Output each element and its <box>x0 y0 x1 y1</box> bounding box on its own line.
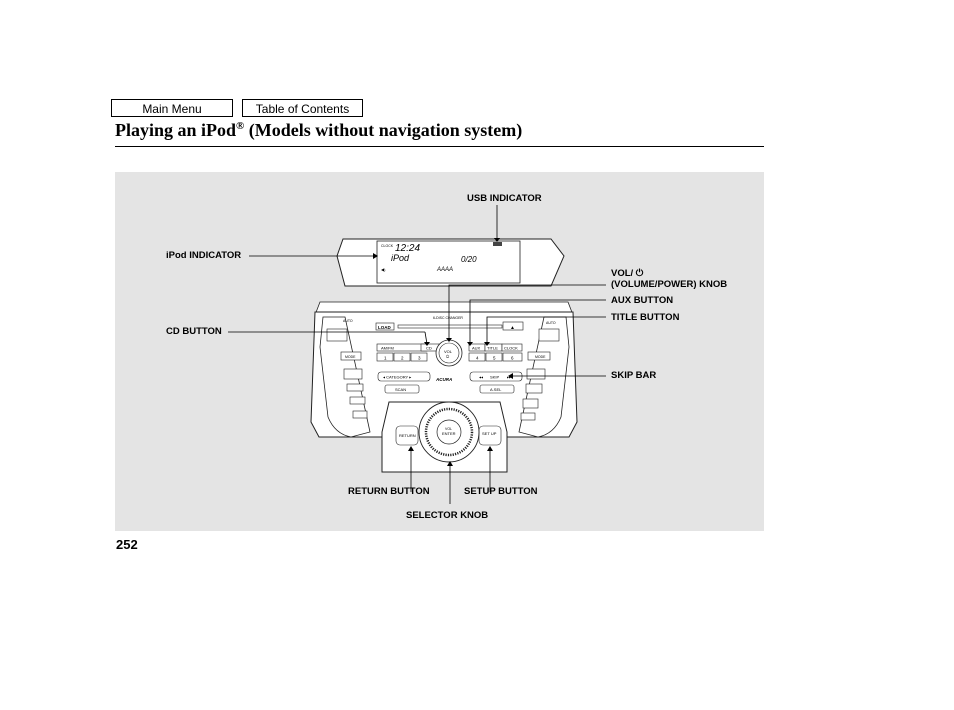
callout-lines <box>228 205 606 504</box>
load-button[interactable] <box>375 322 395 331</box>
preset-1-button[interactable] <box>376 352 394 362</box>
preset-2-button[interactable] <box>393 352 411 362</box>
scan-label: SCAN <box>395 387 406 392</box>
selector-knob-label: SELECTOR KNOB <box>406 510 489 521</box>
enter-top-label: VOL <box>445 427 452 431</box>
left-fan-button[interactable] <box>343 368 363 380</box>
disc-slot-row: LOAD 6-DISC CHANGER ▲ <box>375 316 524 331</box>
title-prefix: Playing an iPod <box>115 120 237 140</box>
right-temp-rocker[interactable] <box>538 328 560 342</box>
display-mini-icon: ◀) <box>381 267 386 272</box>
preset-4-label: 4 <box>476 356 479 361</box>
category-bar[interactable] <box>377 371 431 382</box>
left-climate-controls: AUTO MODE <box>326 319 368 419</box>
right-defrost-button[interactable] <box>522 398 539 409</box>
enter-button[interactable] <box>436 419 462 445</box>
skip-bar[interactable] <box>469 371 523 382</box>
right-air-button[interactable] <box>520 412 536 421</box>
clock-label: CLOCK <box>504 346 518 351</box>
usb-indicator-icon <box>493 242 502 246</box>
vol-knob-label-line2: (VOLUME/POWER) KNOB <box>611 279 728 290</box>
power-icon: ⏻ <box>446 354 450 359</box>
rear-mode-label: MODE <box>535 355 546 359</box>
rear-mode-button[interactable] <box>527 351 551 361</box>
enter-label: ENTER <box>442 431 456 436</box>
left-auto-label: AUTO <box>343 319 353 323</box>
display-source: iPod <box>391 253 410 263</box>
title-button-label: TITLE BUTTON <box>611 312 680 323</box>
title-suffix: (Models without navigation system) <box>244 120 523 140</box>
main-menu-button[interactable]: Main Menu <box>111 99 233 117</box>
return-button-label: RETURN BUTTON <box>348 486 430 497</box>
volume-knob[interactable]: VOL ⏻ <box>435 339 463 367</box>
eject-label: ▲ <box>510 325 515 331</box>
preset-2-label: 2 <box>401 356 404 361</box>
clock-button[interactable] <box>501 343 523 352</box>
left-defrost-button[interactable] <box>349 396 366 405</box>
aux-label: AUX <box>472 346 481 351</box>
source-button-row: AM/FM CD AUX TITLE CLOCK 1 2 3 4 5 6 <box>376 343 523 362</box>
table-of-contents-button[interactable]: Table of Contents <box>242 99 363 117</box>
title-label: TITLE <box>487 346 498 351</box>
load-label: LOAD <box>378 325 391 330</box>
callout-arrowheads <box>373 238 513 466</box>
preset-3-button[interactable] <box>410 352 428 362</box>
volume-knob-label: VOL <box>444 349 453 354</box>
page-number: 252 <box>116 537 138 552</box>
eject-button[interactable] <box>502 321 524 331</box>
right-climate-controls: AUTO MODE <box>520 321 560 421</box>
preset-5-label: 5 <box>493 356 496 361</box>
preset-3-label: 3 <box>418 356 421 361</box>
audio-unit-illustration: CLOCK 12:24 iPod 0/20 AAAA ◀) AUTO MODE <box>228 205 606 504</box>
brand-logo: ACURA <box>435 377 452 382</box>
display-text: AAAA <box>436 267 453 273</box>
right-rear-button[interactable] <box>525 383 543 394</box>
front-mode-button[interactable] <box>340 351 362 361</box>
return-button[interactable] <box>395 425 419 446</box>
aux-button-label: AUX BUTTON <box>611 295 674 306</box>
left-recirc-button[interactable] <box>352 410 368 419</box>
preset-6-button[interactable] <box>502 352 523 362</box>
front-mode-label: MODE <box>345 355 356 359</box>
audio-unit-figure: CLOCK 12:24 iPod 0/20 AAAA ◀) AUTO MODE <box>115 172 764 531</box>
am-fm-label: AM/FM <box>381 346 394 351</box>
return-label: RETURN <box>399 433 416 438</box>
category-skip-row: ◂ CATEGORY ▸ ◂◂ SKIP ▸▸ SCAN A.SEL ACURA <box>377 371 523 394</box>
selector-knob-assembly: RETURN SET UP VOL ENTER <box>395 401 502 463</box>
cd-label: CD <box>426 346 432 351</box>
preset-1-label: 1 <box>384 356 387 361</box>
title-divider <box>115 146 764 147</box>
page-title: Playing an iPod® (Models without navigat… <box>115 120 522 141</box>
cd-button-label: CD BUTTON <box>166 326 222 337</box>
registered-mark: ® <box>236 120 245 132</box>
setup-label: SET UP <box>482 431 497 436</box>
category-label: ◂ CATEGORY ▸ <box>383 375 411 380</box>
right-auto-label: AUTO <box>546 321 556 325</box>
usb-indicator-label: USB INDICATOR <box>467 193 542 204</box>
display-clock: 12:24 <box>395 243 420 254</box>
skip-forward-icon: ▸▸ <box>507 375 511 380</box>
scan-button[interactable] <box>384 384 420 394</box>
skip-bar-label: SKIP BAR <box>611 370 657 381</box>
a-sel-button[interactable] <box>479 384 515 394</box>
display-track: 0/20 <box>461 255 477 264</box>
display-clock-tag: CLOCK <box>381 244 394 248</box>
skip-label: SKIP <box>490 375 499 380</box>
display-housing: CLOCK 12:24 iPod 0/20 AAAA ◀) <box>336 238 565 287</box>
right-fan-button[interactable] <box>526 368 546 380</box>
left-sync-button[interactable] <box>346 383 364 392</box>
preset-4-button[interactable] <box>468 352 486 362</box>
ipod-indicator-label: iPod INDICATOR <box>166 250 242 261</box>
changer-label: 6-DISC CHANGER <box>433 316 463 320</box>
vol-knob-label-line1: VOL/ ⏻ <box>611 268 644 279</box>
a-sel-label: A.SEL <box>490 387 502 392</box>
preset-6-label: 6 <box>511 356 514 361</box>
preset-5-button[interactable] <box>485 352 503 362</box>
left-temp-rocker[interactable] <box>326 328 348 342</box>
skip-back-icon: ◂◂ <box>479 375 483 380</box>
disc-slot <box>397 324 503 329</box>
setup-button-label: SETUP BUTTON <box>464 486 538 497</box>
